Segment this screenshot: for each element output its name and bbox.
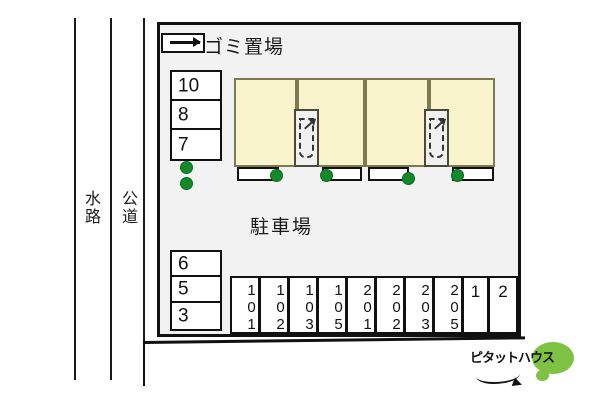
cell-label: 3 — [178, 305, 189, 327]
tree-icon — [402, 172, 415, 185]
building-block-1 — [234, 78, 297, 167]
arrow-right-icon — [170, 37, 201, 47]
cell-unit[interactable]: 7 — [170, 128, 222, 161]
parking-cell-label: 2 — [498, 282, 508, 301]
tree-icon — [180, 161, 193, 174]
parking-cell[interactable]: 105 — [317, 276, 347, 334]
cell-label: 7 — [178, 134, 189, 155]
parking-cell-label: 205 — [446, 282, 463, 333]
parking-cell[interactable]: 205 — [433, 276, 463, 334]
parking-cell-label: 1 — [470, 282, 481, 301]
parking-lot-label: 駐車場 — [250, 217, 314, 238]
parking-cell-label: 103 — [301, 282, 318, 333]
speech-bubble-icon — [532, 342, 574, 374]
parking-cell[interactable]: 202 — [375, 276, 405, 334]
parking-cell[interactable]: 102 — [259, 276, 289, 334]
cell-unit[interactable]: 8 — [170, 99, 222, 130]
logo-swoosh-icon — [476, 366, 520, 384]
parking-cell-label: 203 — [417, 282, 434, 333]
company-logo: ピタットハウス — [470, 342, 590, 392]
speech-bubble-tail-icon — [536, 370, 549, 381]
cell-label: 8 — [178, 104, 189, 125]
cell-unit[interactable]: 10 — [170, 70, 222, 101]
tree-icon — [180, 177, 193, 190]
parking-cell[interactable]: 1 — [462, 276, 489, 334]
ground-boundary-line — [142, 336, 525, 344]
parking-cell-label: 105 — [330, 282, 347, 333]
parking-cell[interactable]: 103 — [288, 276, 318, 334]
lower-left-cell-stack: 6 5 3 — [170, 250, 222, 331]
building-block-3 — [365, 78, 429, 167]
parking-cell-label: 202 — [388, 282, 405, 333]
tree-icon — [320, 169, 333, 182]
cell-label: 6 — [178, 253, 189, 274]
logo-text: ピタットハウス — [470, 350, 555, 365]
cell-label: 10 — [178, 75, 200, 96]
cell-parking[interactable]: 6 — [170, 250, 222, 277]
parking-cell-label: 102 — [272, 282, 289, 333]
parking-cell[interactable]: 101 — [230, 276, 260, 334]
boundary-line-right — [143, 18, 145, 380]
parking-cell[interactable]: 2 — [488, 276, 518, 334]
parking-cell[interactable]: 201 — [346, 276, 376, 334]
label-waterway: 水路 — [82, 190, 99, 226]
cell-parking[interactable]: 3 — [170, 301, 222, 331]
tree-icon — [270, 169, 283, 182]
parking-cell-label: 101 — [243, 282, 260, 333]
staircase-dashes-2 — [429, 118, 444, 158]
upper-left-cell-stack: 10 8 7 — [170, 70, 222, 161]
staircase-dashes-1 — [299, 118, 314, 158]
parking-cell[interactable]: 203 — [404, 276, 434, 334]
ground-boundary-stub — [143, 342, 145, 386]
cell-label: 5 — [178, 278, 189, 300]
tree-icon — [451, 169, 464, 182]
cell-parking[interactable]: 5 — [170, 275, 222, 303]
label-public-road: 公道 — [119, 190, 136, 226]
trash-area-label: ゴミ置場 — [204, 37, 285, 58]
boundary-line-mid — [110, 18, 112, 380]
boundary-line-left — [74, 18, 76, 380]
parking-cell-label: 201 — [359, 282, 376, 333]
